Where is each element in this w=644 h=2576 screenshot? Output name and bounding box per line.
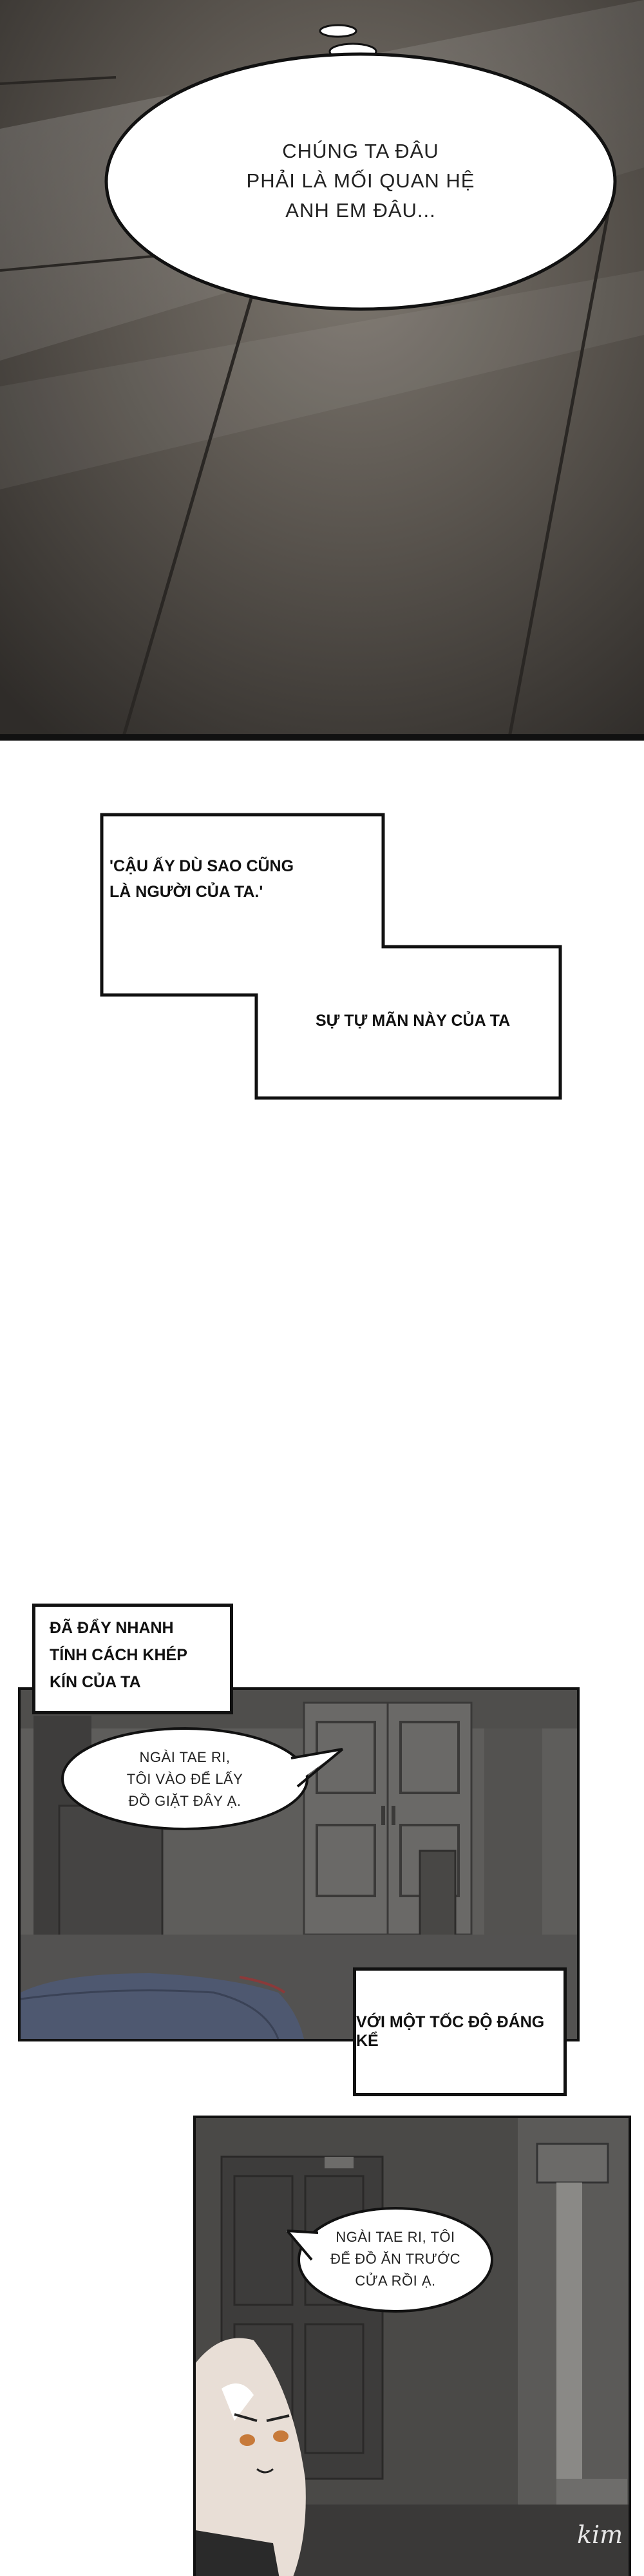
caption-line: TÍNH CÁCH KHÉP [50, 1646, 187, 1664]
caption-box-3: ĐÃ ĐẨY NHANH TÍNH CÁCH KHÉP KÍN CỦA TA [32, 1604, 233, 1714]
floor-art [0, 0, 644, 741]
caption-text: SỰ TỰ MÃN NÀY CỦA TA [316, 1011, 511, 1030]
bubble-line: NGÀI TAE RI, TÔI [336, 2229, 455, 2245]
caption-stepped-outline [100, 813, 562, 1100]
bubble-line: CỬA RỒI Ạ. [355, 2273, 436, 2289]
caption-line: LÀ NGƯỜI CỦA TA.' [109, 883, 263, 901]
panel-dark-floor: CHÚNG TA ĐÂU PHẢI LÀ MỐI QUAN HỆ ANH EM … [0, 0, 644, 741]
bubble-line: NGÀI TAE RI, [139, 1749, 231, 1765]
speech-bubble-2: NGÀI TAE RI, TÔI VÀO ĐỂ LẤY ĐỒ GIẶT ĐÂY … [72, 1747, 298, 1812]
bubble-line: TÔI VÀO ĐỂ LẤY [126, 1771, 243, 1787]
caption-line: ĐÃ ĐẨY NHANH [50, 1619, 174, 1637]
bubble-line: ĐỒ GIẶT ĐÂY Ạ. [128, 1793, 242, 1809]
caption-line: KÍN CỦA TA [50, 1673, 141, 1691]
bubble-line: CHÚNG TA ĐÂU [282, 140, 439, 162]
speech-bubble-1: CHÚNG TA ĐÂU PHẢI LÀ MỐI QUAN HỆ ANH EM … [161, 137, 560, 225]
caption-text: VỚI MỘT TỐC ĐỘ ĐÁNG KỂ [356, 2013, 545, 2050]
bubble-line: PHẢI LÀ MỐI QUAN HỆ [246, 169, 475, 192]
bubble-line: ĐỂ ĐỒ ĂN TRƯỚC [330, 2251, 460, 2267]
caption-box-4: VỚI MỘT TỐC ĐỘ ĐÁNG KỂ [353, 1967, 567, 2096]
character-art [196, 2118, 629, 2576]
caption-line: 'CẬU ẤY DÙ SAO CŨNG [109, 857, 294, 875]
bubble-line: ANH EM ĐÂU... [285, 199, 436, 222]
caption-box-2: SỰ TỰ MÃN NÀY CỦA TA [316, 1005, 547, 1037]
panel-character: NGÀI TAE RI, TÔI ĐỂ ĐỒ ĂN TRƯỚC CỬA RỒI … [193, 2116, 631, 2576]
doors-art [21, 1690, 577, 2039]
watermark-logo: kim [577, 2521, 623, 2549]
speech-bubble-3: NGÀI TAE RI, TÔI ĐỂ ĐỒ ĂN TRƯỚC CỬA RỒI … [305, 2226, 486, 2292]
caption-box-1: 'CẬU ẤY DÙ SAO CŨNG LÀ NGƯỜI CỦA TA.' [109, 853, 380, 924]
